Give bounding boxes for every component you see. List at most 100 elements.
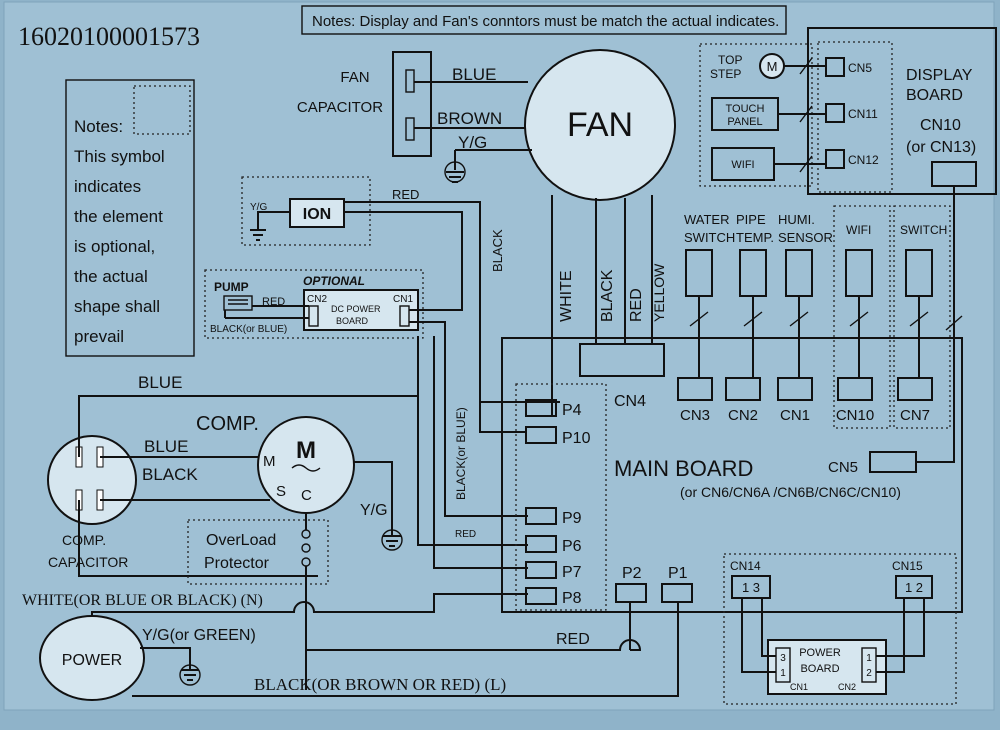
p8-connector <box>525 587 557 605</box>
display-cn10-label: (or CN13) <box>906 139 976 156</box>
p10-wires <box>479 400 553 433</box>
cn7-label: CN7 <box>900 407 930 424</box>
sensor-switch-label: SWITCH <box>900 223 947 237</box>
pipe-temp-label: PIPE <box>736 212 766 227</box>
cn14-connector <box>731 575 771 599</box>
sensor-wifi-label: WIFI <box>846 223 871 237</box>
neutral-wire <box>91 593 528 616</box>
comp-blue-top: BLUE <box>138 373 182 392</box>
main-ports: P4 P10 P9 P6 P7 P8 P2 P1 <box>525 399 693 607</box>
dc-board-label: DC POWER <box>331 304 381 314</box>
cn15-label: CN15 <box>892 559 923 573</box>
pump-module <box>223 295 253 311</box>
ion-red: RED <box>392 187 419 202</box>
p6-connector <box>525 535 557 553</box>
power-board-cn2-connector <box>861 647 877 683</box>
comp-yg: Y/G <box>360 502 388 519</box>
display-break-mark <box>945 315 963 331</box>
p7-label: P7 <box>562 564 582 581</box>
wifi-optional-box <box>833 205 891 429</box>
power-neutral-label: WHITE(OR BLUE OR BLACK) (N) <box>22 592 263 609</box>
display-optional-box <box>699 43 813 187</box>
cn10-label: CN10 <box>836 407 874 424</box>
cn14-pins: 1 3 <box>742 580 760 595</box>
humi-sensor-label: SENSOR <box>778 230 833 245</box>
comp-wires <box>78 395 419 545</box>
comp-terminal-c: C <box>301 487 312 504</box>
pipe-temp-label: TEMP. <box>736 230 774 245</box>
cn12-connector <box>825 149 845 169</box>
overload-optional-box <box>187 519 329 585</box>
ground-icon <box>444 161 466 183</box>
pump-optional-box <box>204 269 424 339</box>
display-board-label: BOARD <box>906 87 963 104</box>
power-board-wires <box>741 598 925 673</box>
p9-connector <box>525 507 557 525</box>
main-board-label: MAIN BOARD <box>614 456 753 481</box>
comp-blue: BLUE <box>144 437 188 456</box>
p1-label: P1 <box>668 565 688 582</box>
top-step-label: TOP <box>718 53 742 67</box>
fan-motor <box>524 49 676 201</box>
cn15-connector <box>895 575 933 599</box>
touch-panel-label: TOUCH <box>726 103 765 115</box>
cn4-label: CN4 <box>614 393 646 410</box>
comp-terminal-s: S <box>276 483 286 500</box>
fan-wire-yellow: YELLOW <box>651 263 667 322</box>
cn5-label: CN5 <box>848 61 872 75</box>
pump-black-or-blue: BLACK(or BLUE) <box>210 324 287 335</box>
dc-board-connector <box>308 305 319 327</box>
p4-label: P4 <box>562 402 582 419</box>
cn2-connector <box>725 377 761 401</box>
display-connectors-dotted <box>817 41 893 193</box>
pump-coil <box>228 299 248 305</box>
cn14-label: CN14 <box>730 559 761 573</box>
power-live-label: BLACK(OR BROWN OR RED) (L) <box>254 675 506 694</box>
dc-board-cn2: CN2 <box>307 294 327 305</box>
display-wires <box>774 65 826 165</box>
p9-label: P9 <box>562 510 582 527</box>
ion-yg: Y/G <box>250 202 267 213</box>
main-cn5-label: CN5 <box>828 459 858 476</box>
cn3-label: CN3 <box>680 407 710 424</box>
fan-wire-black: BLACK <box>599 269 616 322</box>
comp-capacitor-label: COMP. <box>62 532 106 548</box>
cn7-connector <box>897 377 933 401</box>
p7-connector <box>525 561 557 579</box>
power-ground-label: Y/G(or GREEN) <box>142 627 256 644</box>
live-wire <box>132 602 679 697</box>
cn15-pins: 1 2 <box>905 580 923 595</box>
comp-yg-wire <box>354 461 393 536</box>
switch-optional-box <box>893 205 951 429</box>
p8-label: P8 <box>562 590 582 607</box>
red-wire-p2 <box>306 602 642 651</box>
legend-note: Notes: This symbol indicates the element… <box>74 117 165 346</box>
overload-coil <box>301 557 311 567</box>
ground-icon <box>381 529 403 551</box>
power-board-label: BOARD <box>800 663 839 675</box>
power-board-optional-box <box>723 553 957 705</box>
main-alt-label: (or CN6/CN6A /CN6B/CN6C/CN10) <box>680 484 901 500</box>
legend-optional-symbol <box>133 85 191 135</box>
main-red-small: RED <box>455 529 476 540</box>
power-red-label: RED <box>556 631 590 648</box>
main-connectors: CN3 CN2 CN1 CN10 CN7 <box>677 377 933 424</box>
ground-icon <box>383 535 401 547</box>
cn2-label: CN2 <box>728 407 758 424</box>
dc-board-cn1: CN1 <box>393 294 413 305</box>
fan-wire-red: RED <box>628 288 645 322</box>
pump-wires <box>224 305 309 319</box>
cn3-connector <box>677 377 713 401</box>
fan-wire-yg: Y/G <box>458 133 487 152</box>
display-break-marks <box>799 57 813 173</box>
p2-label: P2 <box>622 565 642 582</box>
fan-capacitor-label: FAN <box>340 69 369 86</box>
water-switch-label: WATER <box>684 212 730 227</box>
fan-wire-white: WHITE <box>558 270 575 322</box>
legend-line: the element <box>74 207 163 226</box>
p10-connector <box>525 426 557 444</box>
legend-line: indicates <box>74 177 141 196</box>
cn4-connector <box>579 343 665 377</box>
